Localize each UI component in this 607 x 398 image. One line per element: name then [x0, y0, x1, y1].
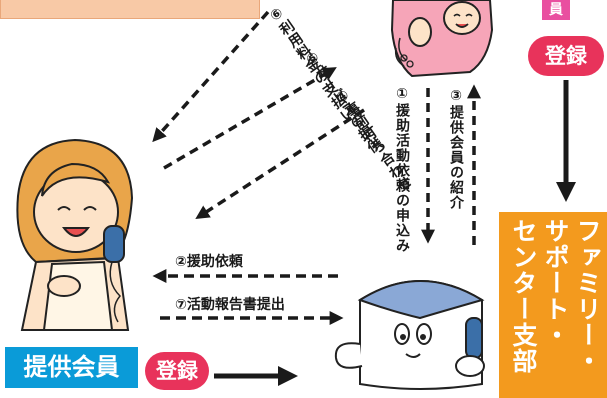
center-name-line-3: センター支部	[509, 218, 538, 374]
arrow-6	[152, 10, 270, 143]
register-badge-bottom: 登録	[145, 352, 209, 390]
step-2-label: ②援助依頼	[175, 254, 243, 270]
top-banner	[0, 0, 260, 19]
register-badge-top: 登録	[528, 36, 604, 76]
member-tag: 員	[542, 0, 570, 20]
step-1-label: ①援助活動依頼の申込み	[394, 86, 410, 253]
arrow-4	[195, 108, 365, 220]
step-7-label: ⑦活動報告書提出	[175, 297, 285, 313]
center-name-line-1: ファミリー・	[573, 218, 602, 374]
center-name-line-2: サポート・	[541, 218, 570, 348]
provider-illustration	[16, 138, 134, 331]
requester-illustration	[390, 0, 494, 78]
family-support-center-box: ファミリー・ サポート・ センター支部	[499, 212, 607, 398]
provider-member-label: 提供会員	[5, 347, 138, 388]
step-3-label: ③提供会員の紹介	[448, 88, 464, 210]
center-illustration	[334, 280, 485, 390]
arrow-5	[163, 67, 337, 170]
